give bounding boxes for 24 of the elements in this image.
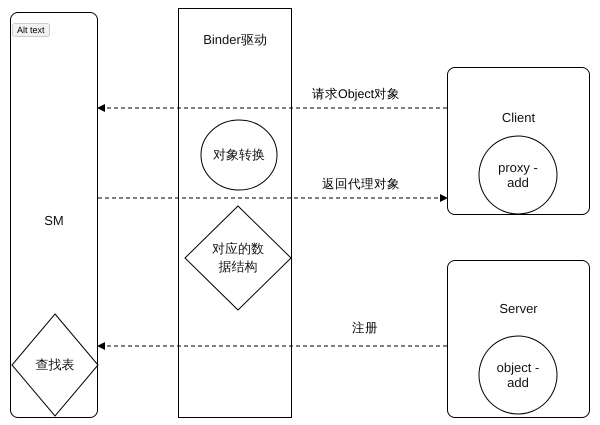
tall-box	[178, 8, 292, 418]
rounded-box	[447, 67, 590, 215]
process-circle	[200, 119, 278, 191]
node-label: object -add	[496, 360, 540, 390]
rounded-box	[447, 260, 590, 418]
dashed-arrow	[98, 194, 448, 202]
decision-diamond	[11, 313, 99, 417]
dashed-arrow	[97, 104, 448, 112]
tall-rounded-box	[10, 12, 98, 418]
node-label: 对象转换	[212, 146, 266, 164]
node-label: 查找表	[34, 356, 76, 374]
node-label: 对应的数据结构	[211, 240, 265, 276]
decision-diamond	[184, 205, 292, 311]
node-label: Binder驱动	[202, 31, 268, 49]
node-label: Server	[498, 301, 539, 316]
edge-label: 注册	[350, 320, 380, 337]
process-circle	[478, 135, 558, 215]
edge-label: 返回代理对象	[320, 176, 402, 193]
dashed-arrow	[97, 342, 448, 350]
node-label: proxy -add	[497, 160, 539, 190]
alt-text-tag: Alt text	[12, 23, 50, 37]
node-label: Client	[500, 110, 536, 125]
process-circle	[478, 335, 558, 415]
node-label: SM	[43, 213, 65, 228]
